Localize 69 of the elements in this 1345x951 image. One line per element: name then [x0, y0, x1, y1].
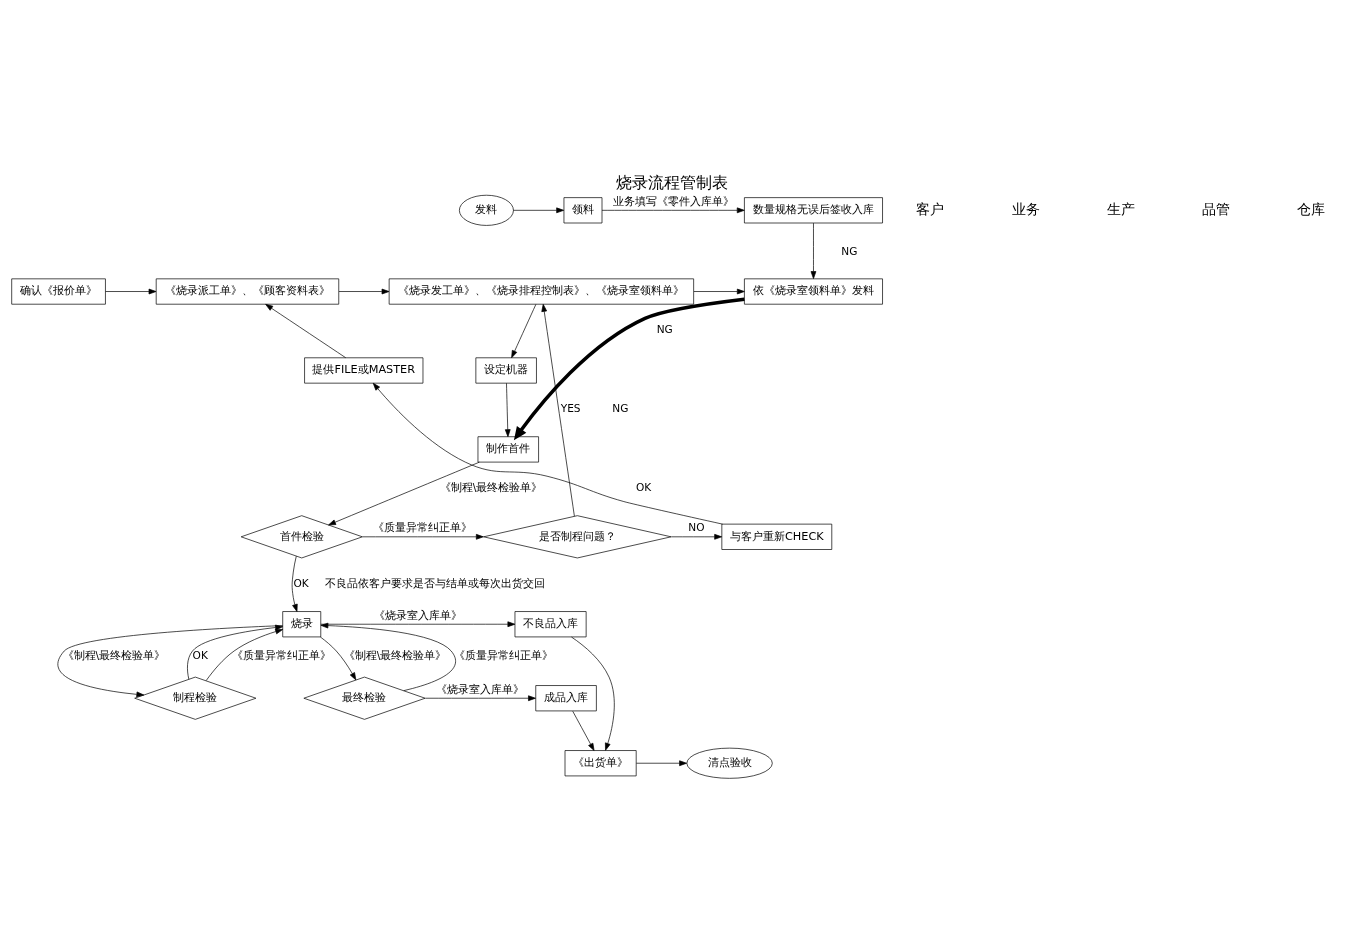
arrow — [291, 555, 298, 612]
arrow — [693, 288, 745, 295]
arrow — [372, 382, 723, 525]
arrow — [320, 622, 456, 691]
label: 客户 — [916, 200, 945, 217]
arrow — [572, 710, 595, 751]
node-box: 设定机器 — [475, 357, 537, 384]
arrow — [105, 288, 157, 295]
label: 业务 — [1011, 200, 1040, 217]
arrow — [513, 297, 745, 441]
arrow — [320, 636, 357, 681]
arrow — [320, 621, 516, 628]
diagram-title: 烧录流程管制表 — [616, 174, 729, 193]
arrow — [513, 207, 565, 214]
node-box: 依《烧录室领料单》发料 — [744, 278, 883, 305]
label: NG — [612, 402, 629, 415]
node-box: 不良品入库 — [514, 611, 587, 638]
arrow — [338, 288, 390, 295]
edge-label: 《烧录室入库单》 — [436, 682, 525, 695]
node-ellipse: 清点验收 — [686, 747, 773, 779]
label: 仓库 — [1297, 200, 1326, 217]
label: OK — [635, 481, 652, 494]
edge-label: 《质量异常纠正单》 — [373, 521, 473, 534]
arrow — [205, 628, 284, 681]
label: 不良品依客户要求是否与结单或每次出货交回 — [324, 577, 545, 590]
arrow — [601, 207, 745, 214]
node-diamond: 首件检验 — [240, 515, 363, 559]
node-box: 《出货单》 — [564, 750, 637, 777]
node-box: 《烧录发工单》、《烧录排程控制表》、《烧录室领料单》 — [388, 278, 694, 305]
arrow — [424, 695, 536, 702]
arrow — [57, 625, 284, 698]
edge-label: 《烧录室入库单》 — [373, 608, 462, 621]
label: NG — [656, 323, 673, 336]
node-box: 《烧录派工单》、《顾客资料表》 — [155, 278, 340, 305]
node-diamond: 最终检验 — [303, 676, 426, 720]
arrow — [328, 461, 480, 526]
edge-label: OK — [293, 577, 309, 590]
arrow — [187, 624, 283, 680]
node-box: 制作首件 — [477, 436, 539, 463]
edge-label: 《制程\最终检验单》 — [62, 649, 166, 662]
arrow — [504, 382, 511, 438]
arrow — [810, 222, 817, 279]
arrow — [571, 636, 615, 751]
arrow — [511, 304, 537, 359]
node-ellipse: 发料 — [459, 194, 514, 226]
node-box: 领料 — [563, 197, 603, 224]
edge-label: 《质量异常纠正单》 — [453, 649, 553, 662]
label: 品管 — [1201, 200, 1230, 217]
node-box: 提供FILE或MASTER — [304, 357, 424, 384]
arrow — [541, 303, 575, 517]
arrow — [265, 304, 347, 359]
edge-label: NO — [688, 521, 705, 534]
node-box: 烧录 — [282, 611, 322, 638]
node-box: 数量规格无误后签收入库 — [744, 197, 883, 224]
node-diamond: 是否制程问题？ — [483, 515, 672, 559]
node-box: 确认《报价单》 — [11, 278, 106, 305]
edge-label: OK — [192, 649, 208, 662]
arrow — [670, 534, 723, 540]
edge-label: 《质量异常纠正单》 — [232, 649, 332, 662]
arrow — [362, 534, 484, 540]
edge-label: 业务填写《零件入库单》 — [612, 194, 734, 207]
edge-label: 《制程\最终检验单》 — [343, 649, 447, 662]
edge-label: YES — [560, 402, 581, 415]
label: NG — [841, 244, 858, 257]
node-box: 与客户重新CHECK — [721, 523, 833, 550]
label: 生产 — [1106, 200, 1135, 217]
node-box: 成品入库 — [535, 685, 597, 712]
edge-label: 《制程\最终检验单》 — [439, 481, 543, 494]
arrow — [636, 760, 687, 767]
